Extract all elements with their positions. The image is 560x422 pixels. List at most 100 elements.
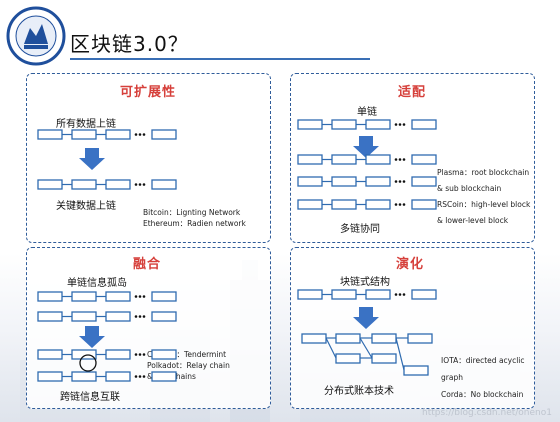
note-line: RSCoin：high-level block <box>437 200 531 209</box>
block <box>71 179 97 190</box>
ellipsis-dot <box>134 375 138 378</box>
block <box>105 371 131 382</box>
block <box>37 371 63 382</box>
block <box>37 179 63 190</box>
note-line: Polkadot：Relay chain <box>147 361 230 370</box>
panel-title-evolution: 演化 <box>396 257 425 272</box>
block <box>297 154 323 165</box>
block <box>151 291 177 302</box>
ellipsis-dot <box>142 375 146 378</box>
block <box>403 365 429 376</box>
block <box>37 349 63 360</box>
notes-adaptation: Plasma：root blockchain & sub blockchain … <box>437 165 530 229</box>
label-single-chain-island: 单链信息孤岛 <box>67 278 127 289</box>
block <box>105 179 131 190</box>
block <box>71 311 97 322</box>
slide-title: 区块链3.0？ <box>70 32 189 56</box>
block <box>331 154 357 165</box>
down-arrow-icon <box>79 326 105 348</box>
block <box>105 311 131 322</box>
ellipsis-dot <box>134 353 138 356</box>
label-all-data-on-chain: 所有数据上链 <box>56 119 116 130</box>
ellipsis-dot <box>398 203 402 206</box>
note-line: graph <box>441 373 463 382</box>
notes-scalability: Bitcoin：Lignting Network Ethereum：Radien… <box>143 207 246 229</box>
block <box>37 311 63 322</box>
note-line: & sub blockchain <box>437 184 502 193</box>
block <box>297 289 323 300</box>
note-line: Bitcoin：Lignting Network <box>143 208 241 217</box>
ellipsis-dot <box>398 180 402 183</box>
block <box>371 333 397 344</box>
block <box>411 119 437 130</box>
ellipsis-dot <box>138 375 142 378</box>
chain-link <box>325 337 337 359</box>
ellipsis-dot <box>134 315 138 318</box>
note-line: & lower-level block <box>437 216 509 225</box>
ellipsis-dot <box>138 315 142 318</box>
block <box>365 289 391 300</box>
ellipsis-dot <box>142 353 146 356</box>
label-chain-structure: 块链式结构 <box>340 277 390 288</box>
block <box>71 349 97 360</box>
ellipsis-dot <box>134 183 138 186</box>
ellipsis-dot <box>402 123 406 126</box>
block <box>297 199 323 210</box>
ellipsis-dot <box>142 133 146 136</box>
panel-fusion <box>26 247 271 409</box>
block <box>331 289 357 300</box>
block <box>335 353 361 364</box>
label-cross-chain-interconnect: 跨链信息互联 <box>60 392 120 403</box>
label-distributed-ledger: 分布式账本技术 <box>324 386 394 397</box>
block <box>371 353 397 364</box>
block <box>365 154 391 165</box>
block <box>71 371 97 382</box>
notes-evolution: IOTA：directed acyclic graph Corda：No blo… <box>441 352 525 403</box>
block <box>151 129 177 140</box>
block <box>151 311 177 322</box>
ellipsis-dot <box>138 133 142 136</box>
note-line: Plasma：root blockchain <box>437 168 530 177</box>
down-arrow-icon <box>353 307 379 329</box>
block <box>411 199 437 210</box>
label-single-chain: 单链 <box>357 107 377 118</box>
block <box>151 371 177 382</box>
panel-scalability <box>26 73 271 243</box>
block <box>37 291 63 302</box>
block <box>297 176 323 187</box>
block <box>105 291 131 302</box>
block <box>331 199 357 210</box>
label-key-data-on-chain: 关键数据上链 <box>56 201 116 212</box>
block <box>151 349 177 360</box>
block <box>407 333 433 344</box>
ellipsis-dot <box>398 293 402 296</box>
ellipsis-dot <box>138 295 142 298</box>
block <box>335 333 361 344</box>
ellipsis-dot <box>398 123 402 126</box>
panel-title-adaptation: 适配 <box>398 85 427 100</box>
block <box>105 129 131 140</box>
block <box>71 291 97 302</box>
panel-title-scalability: 可扩展性 <box>120 85 177 100</box>
ellipsis-dot <box>394 203 398 206</box>
down-arrow-icon <box>353 136 379 158</box>
ellipsis-dot <box>138 183 142 186</box>
ellipsis-dot <box>402 203 406 206</box>
ellipsis-dot <box>394 158 398 161</box>
title-underline <box>70 58 370 60</box>
block <box>71 129 97 140</box>
block <box>105 349 131 360</box>
ellipsis-dot <box>402 158 406 161</box>
ellipsis-dot <box>134 295 138 298</box>
cross-chain-link-icon <box>79 354 97 372</box>
block <box>297 119 323 130</box>
note-line: Corda：No blockchain <box>441 390 524 399</box>
block <box>365 119 391 130</box>
panel-title-fusion: 融合 <box>133 257 162 272</box>
ellipsis-dot <box>394 123 398 126</box>
panel-evolution <box>290 247 535 409</box>
ellipsis-dot <box>142 295 146 298</box>
down-arrow-icon <box>79 148 105 170</box>
block <box>331 176 357 187</box>
